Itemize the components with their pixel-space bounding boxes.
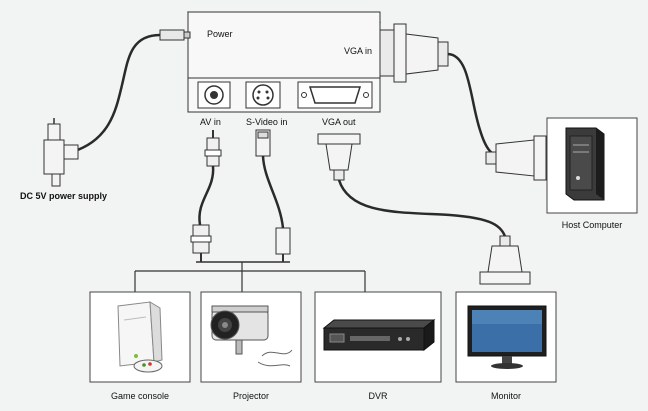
monitor-label: Monitor [490, 391, 521, 401]
host-computer-image [546, 117, 638, 214]
power-supply-plug [43, 118, 79, 187]
game-console-image [89, 291, 191, 383]
converter-box [186, 11, 382, 113]
av-in-port [197, 81, 231, 109]
dvr-image [314, 291, 442, 383]
dvr-label: DVR [368, 391, 388, 401]
host-computer-label: Host Computer [561, 220, 623, 230]
svideo-in-port [245, 81, 281, 109]
vga-out-cable [317, 133, 531, 285]
av-in-label: AV in [200, 117, 221, 127]
vga-out-label: VGA out [322, 117, 356, 127]
svideo-in-label: S-Video in [246, 117, 288, 127]
svideo-cable [255, 129, 291, 262]
host-vga-connector [485, 135, 547, 181]
vga-out-port [297, 81, 373, 109]
projector-label: Projector [232, 391, 269, 401]
vga-in-connector [379, 23, 501, 159]
power-supply-label: DC 5V power supply [20, 191, 108, 201]
projector-image [200, 291, 302, 383]
device-tree-lines [134, 261, 366, 292]
av-cable [190, 130, 222, 262]
power-cable [71, 29, 191, 154]
vga-in-label: VGA in [344, 46, 373, 56]
monitor-image [455, 291, 557, 383]
power-label: Power [207, 29, 233, 39]
game-console-label: Game console [110, 391, 170, 401]
